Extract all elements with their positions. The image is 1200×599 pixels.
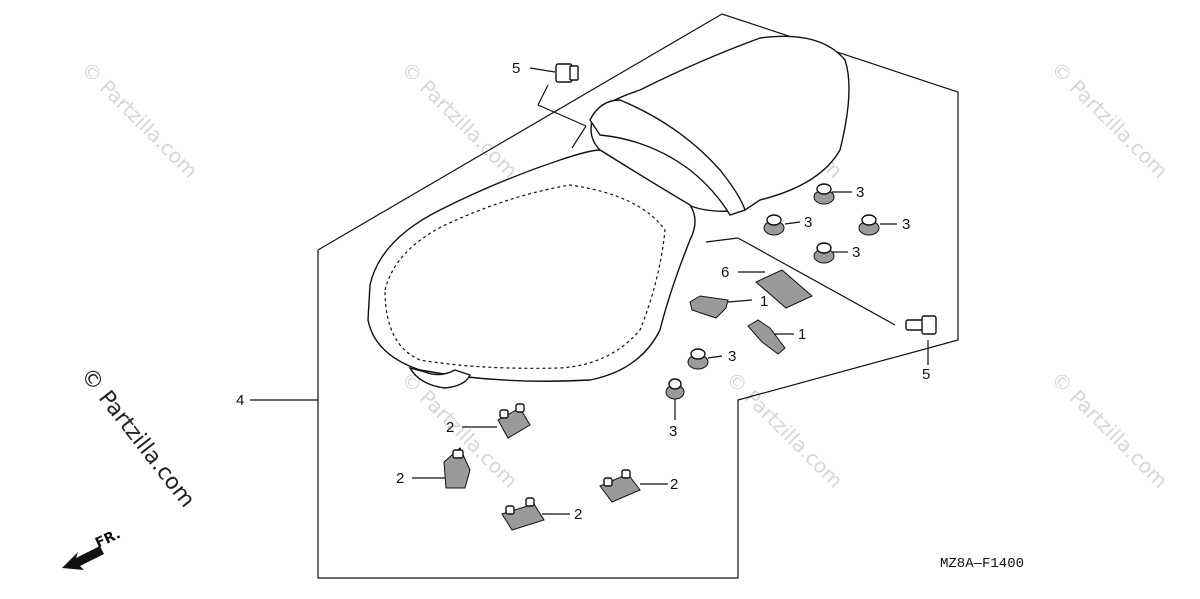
bolt-5b [905, 315, 937, 335]
callout-1b: 1 [798, 326, 806, 343]
rubber-block-2d [501, 497, 545, 531]
seat [367, 35, 850, 389]
leader-5b-seat [705, 237, 739, 243]
leader-lines [250, 67, 929, 515]
callout-1a: 1 [760, 293, 768, 310]
callout-6: 6 [721, 264, 729, 281]
callout-3c: 3 [902, 216, 910, 233]
assembly-outline [317, 13, 959, 579]
grommet-3b [763, 214, 785, 236]
callout-3d: 3 [852, 244, 860, 261]
rubber-block-2b [443, 447, 471, 489]
watermark-text: © Partzilla.com [721, 367, 847, 493]
callout-4: 4 [236, 392, 244, 409]
bolt-5a [555, 63, 579, 83]
grommet-3e [687, 348, 709, 370]
leader-3e [707, 355, 723, 359]
callout-2d: 2 [574, 506, 582, 523]
rubber-block-2a [497, 403, 531, 439]
leader-5a-seat-b [571, 125, 587, 149]
leader-5a [529, 67, 556, 73]
watermark-text: © Partzilla.com [396, 57, 522, 183]
leader-5a-seat [537, 104, 587, 127]
callout-3b: 3 [804, 214, 812, 231]
grommet-3d [813, 242, 835, 264]
rubber-block-2c [599, 469, 641, 503]
seat-stitching [384, 184, 666, 369]
cushion-1b [747, 319, 786, 355]
drawing-code: MZ8A—F1400 [940, 556, 1024, 572]
front-arrow-icon [62, 546, 104, 570]
pad-6 [755, 269, 813, 309]
callout-3e: 3 [728, 348, 736, 365]
callout-3f: 3 [669, 423, 677, 440]
cushion-1a [689, 295, 729, 319]
front-marker-label: FR. [93, 526, 123, 551]
rider-seat [367, 149, 696, 382]
leader-1a [727, 299, 753, 303]
seat-bracket [408, 366, 471, 389]
callout-2a: 2 [446, 419, 454, 436]
callout-3a: 3 [856, 184, 864, 201]
callout-2c: 2 [670, 476, 678, 493]
grommet-3c [858, 214, 880, 236]
grommet-3a [813, 183, 835, 205]
rear-pad-band [589, 99, 746, 216]
watermark-text: © Partzilla.com [1046, 57, 1172, 183]
watermark-text: © Partzilla.com [76, 57, 202, 183]
callout-2b: 2 [396, 470, 404, 487]
leader-5b-seat-b [737, 237, 896, 326]
grommet-3f [665, 378, 685, 400]
watermark-text: © Partzilla.com [1046, 367, 1172, 493]
leader-5a-down [537, 84, 549, 106]
front-direction-marker: FR. [62, 526, 123, 570]
watermark-text-dark: © Partzilla.com [75, 363, 199, 512]
leader-3b [784, 221, 801, 225]
callout-5a: 5 [512, 60, 520, 77]
callout-5b: 5 [922, 366, 930, 383]
